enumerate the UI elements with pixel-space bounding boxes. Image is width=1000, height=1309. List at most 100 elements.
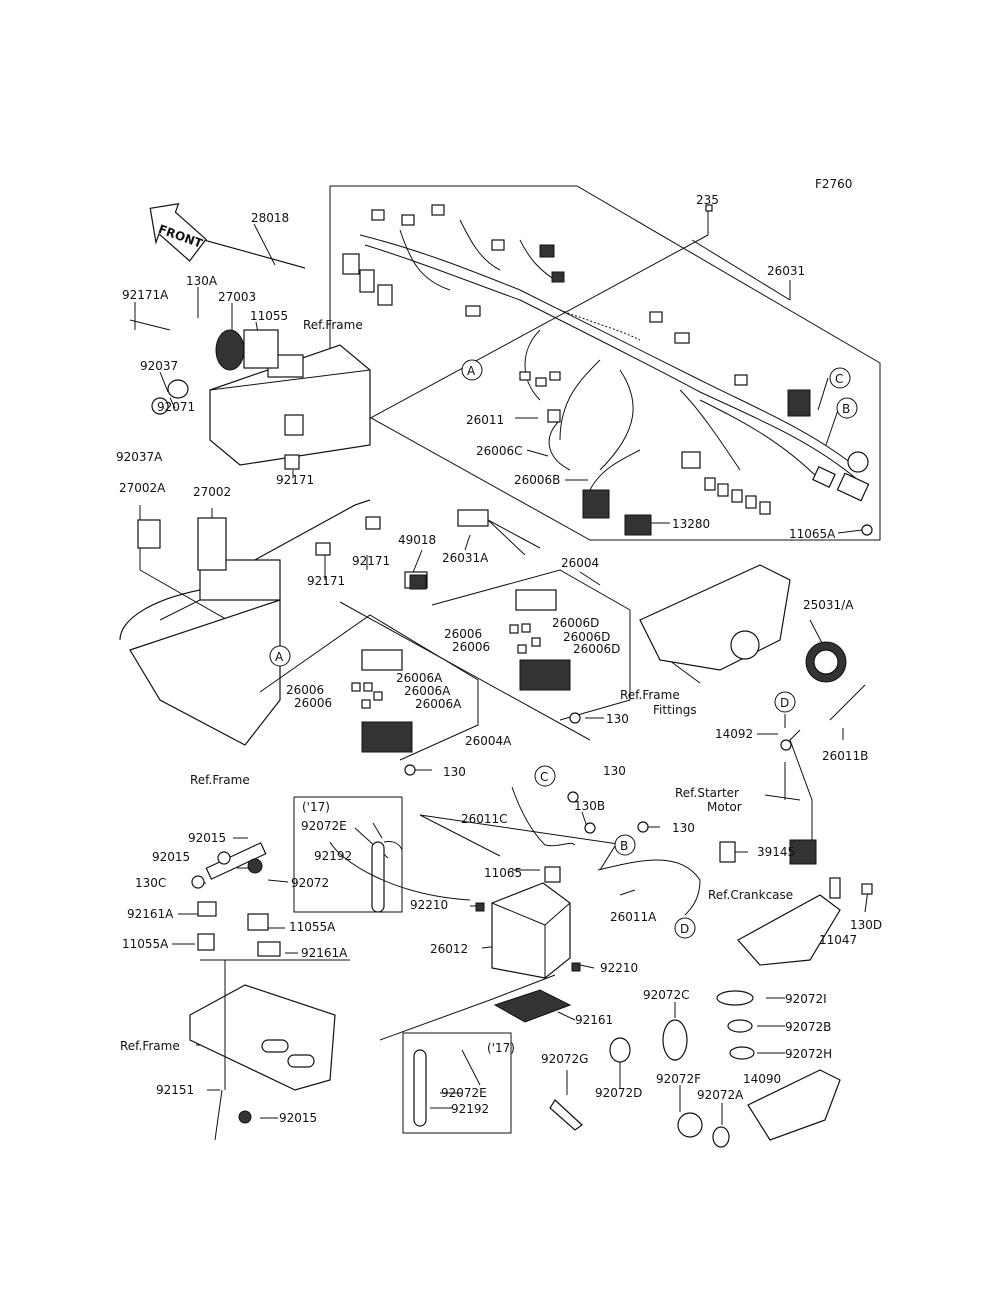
- label-235: 235: [696, 193, 719, 207]
- label-26011c: 26011C: [461, 812, 508, 826]
- callout-d-upper: D: [780, 696, 789, 710]
- label-13280: 13280: [672, 517, 710, 531]
- label-27003: 27003: [218, 290, 256, 304]
- label-92072g: 92072G: [541, 1052, 588, 1066]
- label-92072a: 92072A: [697, 1088, 744, 1102]
- label-26011: 26011: [466, 413, 504, 427]
- battery-tray: [189, 842, 336, 1141]
- callout-c-lower: C: [540, 770, 548, 784]
- label-11065a: 11065A: [789, 527, 836, 541]
- relay-box-26004A: [259, 614, 479, 761]
- label-130c: 130C: [135, 876, 166, 890]
- label-26011a: 26011A: [610, 910, 657, 924]
- callout-d-lower: D: [680, 922, 689, 936]
- label-130d: 130D: [850, 918, 882, 932]
- label-92210-a: 92210: [410, 898, 448, 912]
- label-26006a-b: 26006A: [404, 684, 451, 698]
- misc-small-parts: [174, 204, 873, 834]
- label-ref-starter-1: Ref.Starter: [675, 786, 739, 800]
- label-92161a-a: 92161A: [127, 907, 174, 921]
- label-92171-lower: 92171: [307, 574, 345, 588]
- label-26006-d: 26006: [294, 696, 332, 710]
- label-92072h: 92072H: [785, 1047, 832, 1061]
- label-26006-c: 26006: [286, 683, 324, 697]
- label-26004a: 26004A: [465, 734, 512, 748]
- label-26006b: 26006B: [514, 473, 560, 487]
- label-11055a-b: 11055A: [122, 937, 169, 951]
- crankcase: [737, 877, 873, 966]
- label-49018: 49018: [398, 533, 436, 547]
- starter-motor: [780, 684, 866, 865]
- callout-a-upper: A: [467, 364, 476, 378]
- main-wiring-harness: [359, 219, 861, 491]
- label-14090: 14090: [743, 1072, 781, 1086]
- label-92072c: 92072C: [643, 988, 690, 1002]
- label-92037: 92037: [140, 359, 178, 373]
- clamps: [549, 841, 841, 1148]
- label-26006a-a: 26006A: [396, 671, 443, 685]
- label-25031-a: 25031/A: [803, 598, 854, 612]
- label-130-d: 130: [672, 821, 695, 835]
- frame-section-main: [119, 499, 428, 746]
- label-26006d-b: 26006D: [563, 630, 610, 644]
- callout-b-upper: B: [842, 402, 850, 416]
- label-92072e-lower: 92072E: [441, 1086, 487, 1100]
- label-ref-frame-upper: Ref.Frame: [303, 318, 363, 332]
- callout-circles: A C B A D C B D: [269, 359, 858, 939]
- label-92161a-b: 92161A: [301, 946, 348, 960]
- label-27002: 27002: [193, 485, 231, 499]
- label-92192-lower: 92192: [451, 1102, 489, 1116]
- callout-b-lower: B: [620, 839, 628, 853]
- label-92151: 92151: [156, 1083, 194, 1097]
- frame-fittings: [639, 564, 847, 683]
- label-ref-starter-2: Motor: [707, 800, 742, 814]
- label-92072b: 92072B: [785, 1020, 831, 1034]
- label-14092: 14092: [715, 727, 753, 741]
- label-11047: 11047: [819, 933, 857, 947]
- callout-c-upper: C: [835, 372, 843, 386]
- label-ref-frame-fittings-2: Fittings: [653, 703, 697, 717]
- label-92015-c: 92015: [279, 1111, 317, 1125]
- label-39145: 39145: [757, 845, 795, 859]
- label-92072i: 92072I: [785, 992, 827, 1006]
- label-11055: 11055: [250, 309, 288, 323]
- label-130-c: 130: [603, 764, 626, 778]
- label-92072: 92072: [291, 876, 329, 890]
- label-92171-upper: 92171: [276, 473, 314, 487]
- label-28018: 28018: [251, 211, 289, 225]
- label-26031: 26031: [767, 264, 805, 278]
- part-labels: F2760 235 26031 28018 130A 27003 92171A …: [116, 177, 882, 1125]
- label-26031a: 26031A: [442, 551, 489, 565]
- label-26011b: 26011B: [822, 749, 868, 763]
- label-year17-upper: ('17): [302, 800, 330, 814]
- label-26006a-c: 26006A: [415, 697, 462, 711]
- label-92072d: 92072D: [595, 1086, 642, 1100]
- label-26006-a: 26006: [444, 627, 482, 641]
- callout-a-lower: A: [275, 650, 284, 664]
- label-26004: 26004: [561, 556, 599, 570]
- label-year17-lower: ('17): [487, 1041, 515, 1055]
- harness-connectors: [342, 204, 870, 519]
- label-92171-mid: 92171: [352, 554, 390, 568]
- label-11065: 11065: [484, 866, 522, 880]
- label-ref-crankcase: Ref.Crankcase: [708, 888, 793, 902]
- label-130b: 130B: [574, 799, 605, 813]
- label-ref-frame-fittings-1: Ref.Frame: [620, 688, 680, 702]
- label-11055a-a: 11055A: [289, 920, 336, 934]
- frame-section-upper: [129, 319, 371, 470]
- label-26006-b: 26006: [452, 640, 490, 654]
- label-26012: 26012: [430, 942, 468, 956]
- label-130a: 130A: [186, 274, 218, 288]
- battery: [475, 866, 581, 1023]
- label-26006c: 26006C: [476, 444, 523, 458]
- label-92072f: 92072F: [656, 1072, 701, 1086]
- label-130-a: 130: [606, 712, 629, 726]
- label-130-b: 130: [443, 765, 466, 779]
- figure-code: F2760: [815, 177, 852, 191]
- label-27002a: 27002A: [119, 481, 166, 495]
- label-ref-frame-mid: Ref.Frame: [190, 773, 250, 787]
- label-ref-frame-lower: Ref.Frame: [120, 1039, 180, 1053]
- label-26006d-c: 26006D: [573, 642, 620, 656]
- label-92037a: 92037A: [116, 450, 163, 464]
